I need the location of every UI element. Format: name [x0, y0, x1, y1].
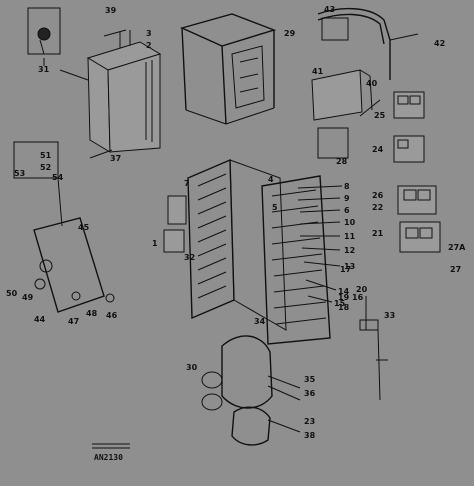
callout-37: 37 [110, 154, 121, 163]
callout-28: 28 [336, 157, 348, 166]
callout-27: 27 [450, 265, 461, 274]
callout-17: 17 [340, 265, 351, 274]
callout-36: 36 [304, 389, 316, 398]
callout-24: 24 [372, 145, 384, 154]
control-module-part [86, 29, 162, 153]
key-switch-part [27, 7, 61, 66]
left-connector-panel [13, 141, 115, 313]
callout-40: 40 [366, 79, 378, 88]
callout-50: 50 [6, 289, 18, 298]
callout-4: 4 [268, 175, 274, 184]
callout-7: 7 [184, 179, 190, 188]
callout-42: 42 [434, 39, 445, 48]
callout-6: 6 [344, 206, 350, 215]
callout-45: 45 [78, 223, 90, 232]
callout-35: 35 [304, 375, 316, 384]
callout-13: 13 [344, 262, 355, 271]
callout-31: 31 [38, 65, 50, 74]
callout-33: 33 [384, 311, 395, 320]
callout-27a: 27A [448, 243, 466, 252]
drawing-code-block: AN2130 [92, 443, 130, 462]
callout-11: 11 [344, 232, 356, 241]
frame-housing-part [179, 13, 277, 125]
callout-25: 25 [374, 111, 386, 120]
callout-54: 54 [52, 173, 64, 182]
callout-51: 51 [40, 151, 52, 160]
callout-53: 53 [14, 169, 25, 178]
callout-46: 46 [106, 311, 118, 320]
callout-10: 10 [344, 218, 356, 227]
callout-43: 43 [324, 5, 335, 14]
callout-47: 47 [68, 317, 79, 326]
callout-18: 18 [338, 303, 350, 312]
callout-39: 39 [105, 6, 117, 15]
right-lower-parts [359, 296, 388, 401]
callout-3: 3 [146, 29, 152, 38]
callout-16: 16 [352, 293, 364, 302]
callout-5: 5 [272, 203, 278, 212]
callout-8: 8 [344, 182, 350, 191]
callout-49: 49 [22, 293, 34, 302]
leader-lines [59, 33, 419, 303]
callout-14: 14 [338, 287, 350, 296]
drawing-code: AN2130 [94, 453, 123, 462]
lower-motor-assembly [201, 335, 301, 446]
callout-52: 52 [40, 163, 51, 172]
callout-2: 2 [146, 41, 152, 50]
callout-38: 38 [304, 431, 316, 440]
callout-32: 32 [184, 253, 195, 262]
relay-group-right [393, 91, 441, 253]
callout-30: 30 [186, 363, 198, 372]
callout-21: 21 [372, 229, 384, 238]
callout-34: 34 [254, 317, 266, 326]
callout-26: 26 [372, 191, 384, 200]
callout-15: 15 [334, 299, 346, 308]
callout-1: 1 [152, 239, 158, 248]
callout-9: 9 [344, 194, 350, 203]
callout-12: 12 [344, 246, 355, 255]
callout-44: 44 [34, 315, 46, 324]
callout-22: 22 [372, 203, 383, 212]
callout-19: 19 [338, 293, 350, 302]
callout-labels: 39 3 2 31 37 43 29 42 40 41 28 25 24 26 … [6, 5, 466, 440]
callout-29: 29 [284, 29, 296, 38]
callout-41: 41 [312, 67, 324, 76]
callout-48: 48 [86, 309, 98, 318]
callout-20: 20 [356, 285, 368, 294]
callout-23: 23 [304, 417, 315, 426]
harness-and-relay-box-part [311, 7, 391, 159]
